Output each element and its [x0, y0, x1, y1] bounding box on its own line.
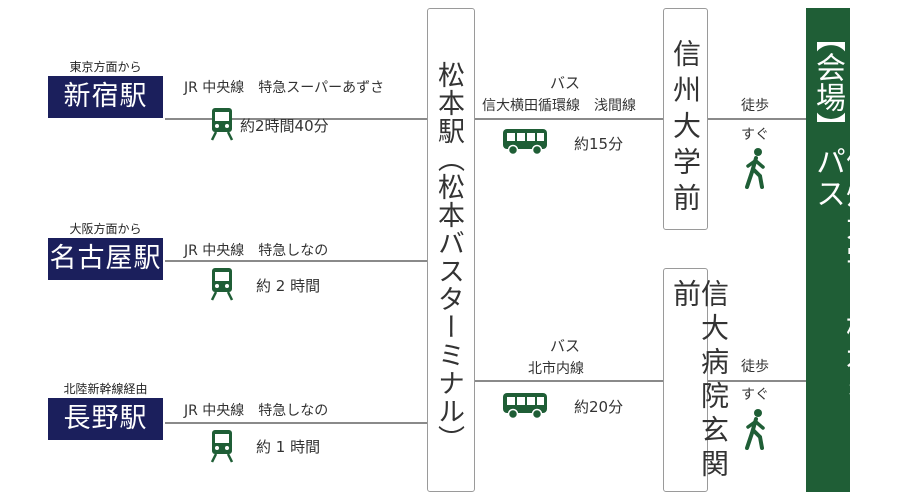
connector-line-bus-upper	[475, 118, 663, 120]
train-icon	[210, 106, 234, 142]
venue-box: 【会場】 信州大学 松本キャンパス	[806, 8, 875, 492]
train-icon	[210, 428, 234, 464]
bus-label-upper-line1: バス	[549, 74, 580, 92]
walk-label-upper-line2: すぐ	[741, 127, 769, 143]
walk-icon	[743, 408, 769, 450]
route-label-nagoya: JR 中央線 特急しなの	[184, 243, 329, 259]
bus-duration-lower: 約20分	[574, 398, 624, 416]
duration-shinjuku: 約2時間40分	[240, 117, 329, 135]
bus-duration-upper: 約15分	[574, 135, 624, 153]
connector-line-walk-upper	[708, 118, 806, 120]
connector-line-bus-lower	[475, 380, 663, 382]
train-icon	[210, 266, 234, 302]
origin-station-nagano: 長野駅	[48, 398, 163, 440]
venue-label: 【会場】	[810, 22, 845, 142]
stop-shinshu-univ: 信州大学前	[663, 8, 708, 230]
origin-station-nagoya: 名古屋駅	[48, 238, 163, 280]
stop-hospital-entrance-label: 信大病院玄関前	[669, 279, 730, 483]
connector-line-nagano	[165, 422, 427, 424]
hub-station-label: 松本駅（松本バスターミナル）	[433, 61, 464, 453]
connector-line-walk-lower	[708, 380, 806, 382]
bus-icon	[502, 392, 548, 420]
duration-nagano: 約 1 時間	[256, 438, 321, 456]
bus-label-lower-line2: 北市内線	[528, 361, 584, 377]
connector-line-nagoya	[165, 260, 427, 262]
origin-caption-tokyo: 東京方面から	[69, 60, 142, 74]
route-label-shinjuku: JR 中央線 特急スーパーあずさ	[184, 80, 385, 96]
walk-label-lower-line2: すぐ	[741, 387, 769, 403]
bus-label-upper-line2: 信大横田循環線 浅間線	[482, 98, 636, 114]
bus-icon	[502, 128, 548, 156]
duration-nagoya: 約 2 時間	[256, 277, 321, 295]
origin-station-shinjuku: 新宿駅	[48, 76, 163, 118]
walk-icon	[743, 147, 769, 189]
hub-station-matsumoto: 松本駅（松本バスターミナル）	[427, 8, 475, 492]
origin-caption-osaka: 大阪方面から	[69, 222, 142, 236]
stop-hospital-entrance: 信大病院玄関前	[663, 268, 730, 492]
walk-label-lower-line1: 徒歩	[741, 359, 769, 375]
connector-line-shinjuku	[165, 118, 427, 120]
bus-label-lower-line1: バス	[549, 337, 580, 355]
origin-caption-hokuriku: 北陸新幹線経由	[63, 382, 148, 396]
walk-label-upper-line1: 徒歩	[741, 98, 769, 114]
stop-shinshu-univ-label: 信州大学前	[669, 39, 702, 219]
venue-name: 信州大学 松本キャンパス	[810, 146, 875, 471]
route-label-nagano: JR 中央線 特急しなの	[184, 403, 329, 419]
